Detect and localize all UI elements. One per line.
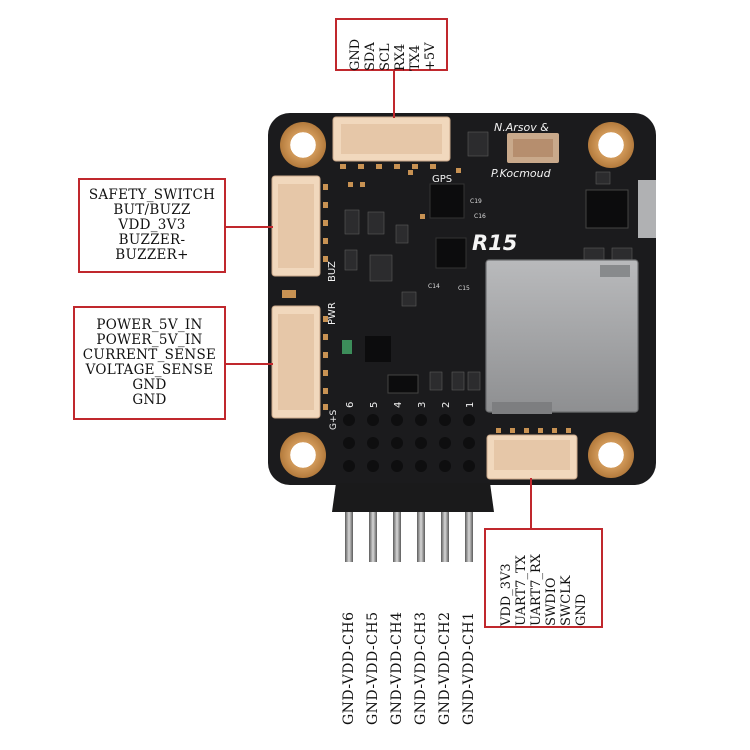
mounting-hole-bl bbox=[280, 432, 326, 478]
component-label: C15 bbox=[458, 285, 470, 292]
power-pinout-box: POWER_5V_IN POWER_5V_IN CURRENT_SENSE VO… bbox=[73, 306, 226, 420]
component-label: C16 bbox=[474, 213, 486, 220]
swd-pinout-box: VDD_3V3 UART7_TX UART7_RX SWDIO SWCLK GN… bbox=[484, 528, 603, 628]
swd-pin-list: VDD_3V3 UART7_TX UART7_RX SWDIO SWCLK GN… bbox=[498, 534, 590, 626]
credit-line-1: N.Arsov & bbox=[494, 121, 549, 134]
gps-pin-label: +5V bbox=[423, 42, 438, 71]
model-label: R15 bbox=[472, 231, 517, 255]
power-pin-label: GND bbox=[132, 392, 167, 408]
swd-pin-label: UART7_TX bbox=[514, 555, 529, 626]
safety-pin-label: VDD_3V3 bbox=[118, 217, 186, 233]
power-pin-label: CURRENT_SENSE bbox=[82, 347, 217, 363]
swd-pin-label: VDD_3V3 bbox=[499, 563, 514, 626]
pwm-channel-label: GND-VDD-CH6 bbox=[341, 611, 357, 725]
power-pin-label: GND bbox=[132, 377, 167, 393]
mcu-chip bbox=[435, 237, 467, 269]
gps-pin-label: TX4 bbox=[408, 44, 423, 71]
safety-pin-label: BUT/BUZZ bbox=[113, 202, 191, 218]
swd-pin-label: SWCLK bbox=[559, 575, 574, 626]
usb-connector bbox=[638, 180, 656, 238]
component-labels: C14 C15 C16 C19 bbox=[428, 198, 486, 292]
imu-chip bbox=[429, 183, 465, 219]
swd-pin-label: UART7_RX bbox=[529, 554, 544, 626]
pwm-channel-label: GND-VDD-CH1 bbox=[461, 611, 477, 725]
pin-number-label: 2 bbox=[441, 402, 452, 408]
safety-leader-line bbox=[225, 226, 273, 228]
safety-pinout-box: SAFETY_SWITCH BUT/BUZZ VDD_3V3 BUZZER- B… bbox=[78, 178, 226, 273]
buz-silk-label: BUZ bbox=[327, 261, 338, 282]
swd-pin-label: GND bbox=[574, 593, 589, 626]
power-pin-label: VOLTAGE_SENSE bbox=[85, 362, 214, 378]
sd-card-slot bbox=[485, 259, 639, 413]
pin-number-label: 3 bbox=[417, 402, 428, 408]
mounting-hole-br bbox=[588, 432, 634, 478]
gps-pin-label: SDA bbox=[363, 42, 378, 71]
pin-header bbox=[332, 483, 494, 562]
mounting-hole-tl bbox=[280, 122, 326, 168]
component-label: C14 bbox=[428, 283, 440, 290]
regulator-chip bbox=[585, 189, 629, 229]
power-pin-label: POWER_5V_IN bbox=[96, 317, 203, 333]
swd-leader-line bbox=[530, 478, 532, 530]
safety-pin-label: SAFETY_SWITCH bbox=[88, 187, 216, 203]
pin-number-label: 4 bbox=[393, 402, 404, 408]
gps-silk-label: GPS bbox=[432, 174, 452, 185]
power-pin-label: POWER_5V_IN bbox=[96, 332, 203, 348]
gps-pin-label: GND bbox=[348, 38, 363, 71]
pin-number-label: 6 bbox=[345, 402, 356, 408]
swd-pin-label: SWDIO bbox=[544, 577, 559, 626]
pwm-channel-label: GND-VDD-CH4 bbox=[389, 611, 405, 725]
gps-pin-list: GND SDA SCL RX4 TX4 +5V bbox=[347, 20, 439, 71]
gps-pinout-box: GND SDA SCL RX4 TX4 +5V bbox=[335, 18, 448, 71]
pwr-silk-label: PWR bbox=[327, 302, 338, 325]
pwm-channel-label: GND-VDD-CH3 bbox=[413, 611, 429, 725]
pwm-channel-label: GND-VDD-CH5 bbox=[365, 611, 381, 725]
power-leader-line bbox=[225, 363, 273, 365]
pin-number-label: 1 bbox=[465, 402, 476, 408]
gps-pin-label: RX4 bbox=[393, 43, 408, 71]
safety-pin-label: BUZZER+ bbox=[115, 247, 189, 263]
pin-number-label: 5 bbox=[369, 402, 380, 408]
mounting-hole-tr bbox=[588, 122, 634, 168]
safety-pin-label: BUZZER- bbox=[118, 232, 186, 248]
pwm-channel-label: GND-VDD-CH2 bbox=[437, 611, 453, 725]
gps-leader-line bbox=[393, 70, 395, 118]
component-label: C19 bbox=[470, 198, 482, 205]
rail-silk-label: G+S bbox=[329, 409, 339, 430]
pin-number-labels: 6 5 4 3 2 1 bbox=[345, 402, 476, 408]
credit-line-2: P.Kocmoud bbox=[491, 167, 552, 180]
gps-pin-label: SCL bbox=[378, 43, 393, 72]
header-pads bbox=[343, 414, 475, 472]
